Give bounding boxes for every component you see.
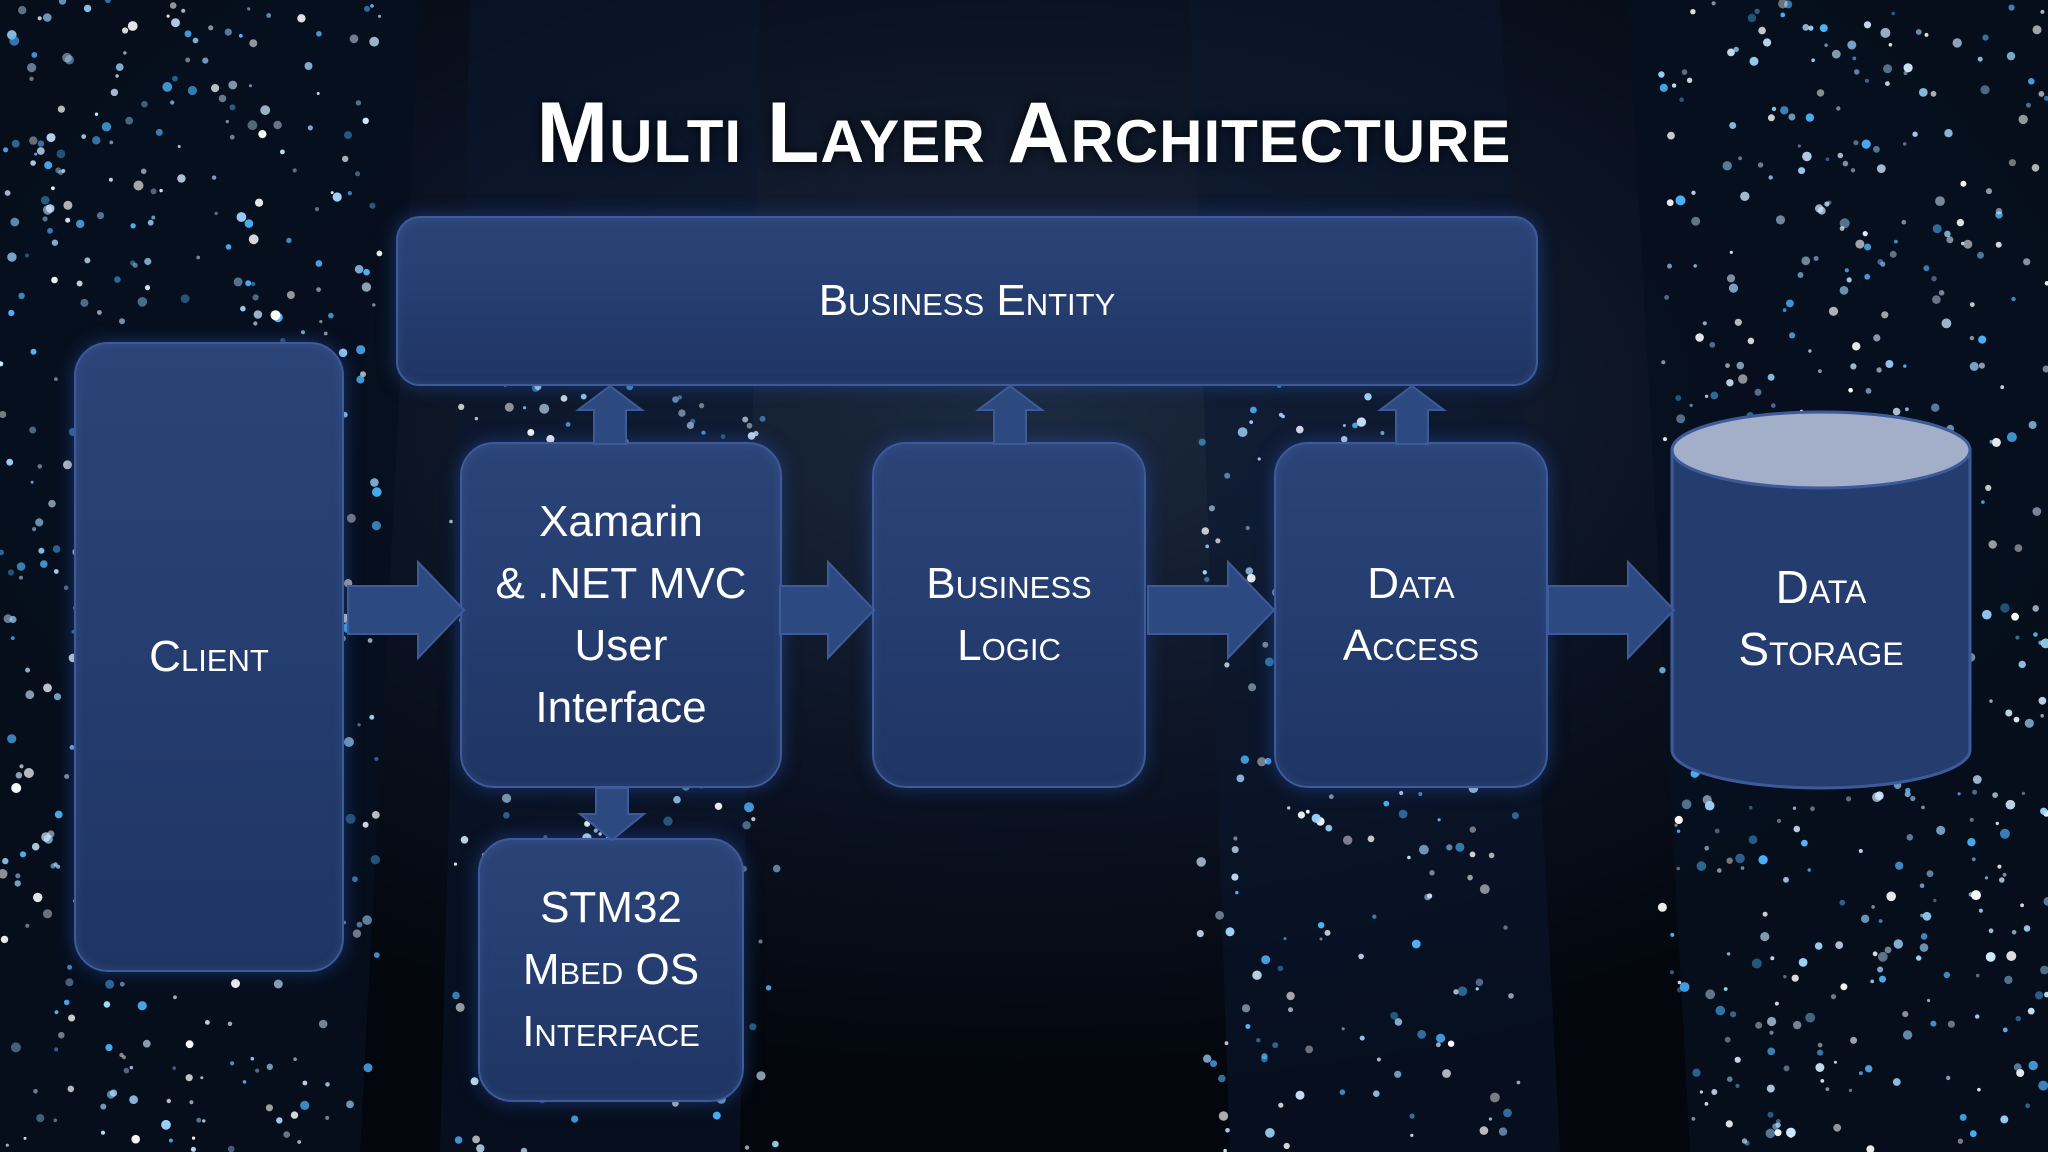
mbed-interface-label: STM32 Mbed OS Interface xyxy=(522,883,700,1056)
arrow-logic-to-entity xyxy=(975,384,1045,445)
client-box: Client xyxy=(74,342,344,972)
arrow-access-to-entity xyxy=(1377,384,1447,445)
data-access-label: Data Access xyxy=(1342,559,1480,670)
business-entity-box: Business Entity xyxy=(396,216,1538,386)
data-storage-label: Data Storage xyxy=(1738,561,1904,675)
arrow-ui-to-logic xyxy=(779,559,876,661)
ui-layer-label: Xamarin & .NET MVC User Interface xyxy=(495,497,747,732)
ui-layer-box: Xamarin & .NET MVC User Interface xyxy=(460,442,782,788)
mbed-interface-box: STM32 Mbed OS Interface xyxy=(478,838,744,1102)
arrow-client-to-ui xyxy=(347,559,466,661)
business-logic-box: Business Logic xyxy=(872,442,1146,788)
arrow-ui-to-mbed xyxy=(577,787,647,842)
client-label: Client xyxy=(149,632,269,681)
arrow-ui-to-entity xyxy=(575,384,645,445)
arrow-access-to-storage xyxy=(1547,559,1676,661)
data-storage-cylinder xyxy=(1670,410,1972,790)
data-access-box: Data Access xyxy=(1274,442,1548,788)
business-logic-label: Business Logic xyxy=(926,559,1092,670)
business-entity-label: Business Entity xyxy=(818,276,1116,325)
slide-title: Multi Layer Architecture xyxy=(536,85,1512,181)
arrow-logic-to-access xyxy=(1147,559,1276,661)
